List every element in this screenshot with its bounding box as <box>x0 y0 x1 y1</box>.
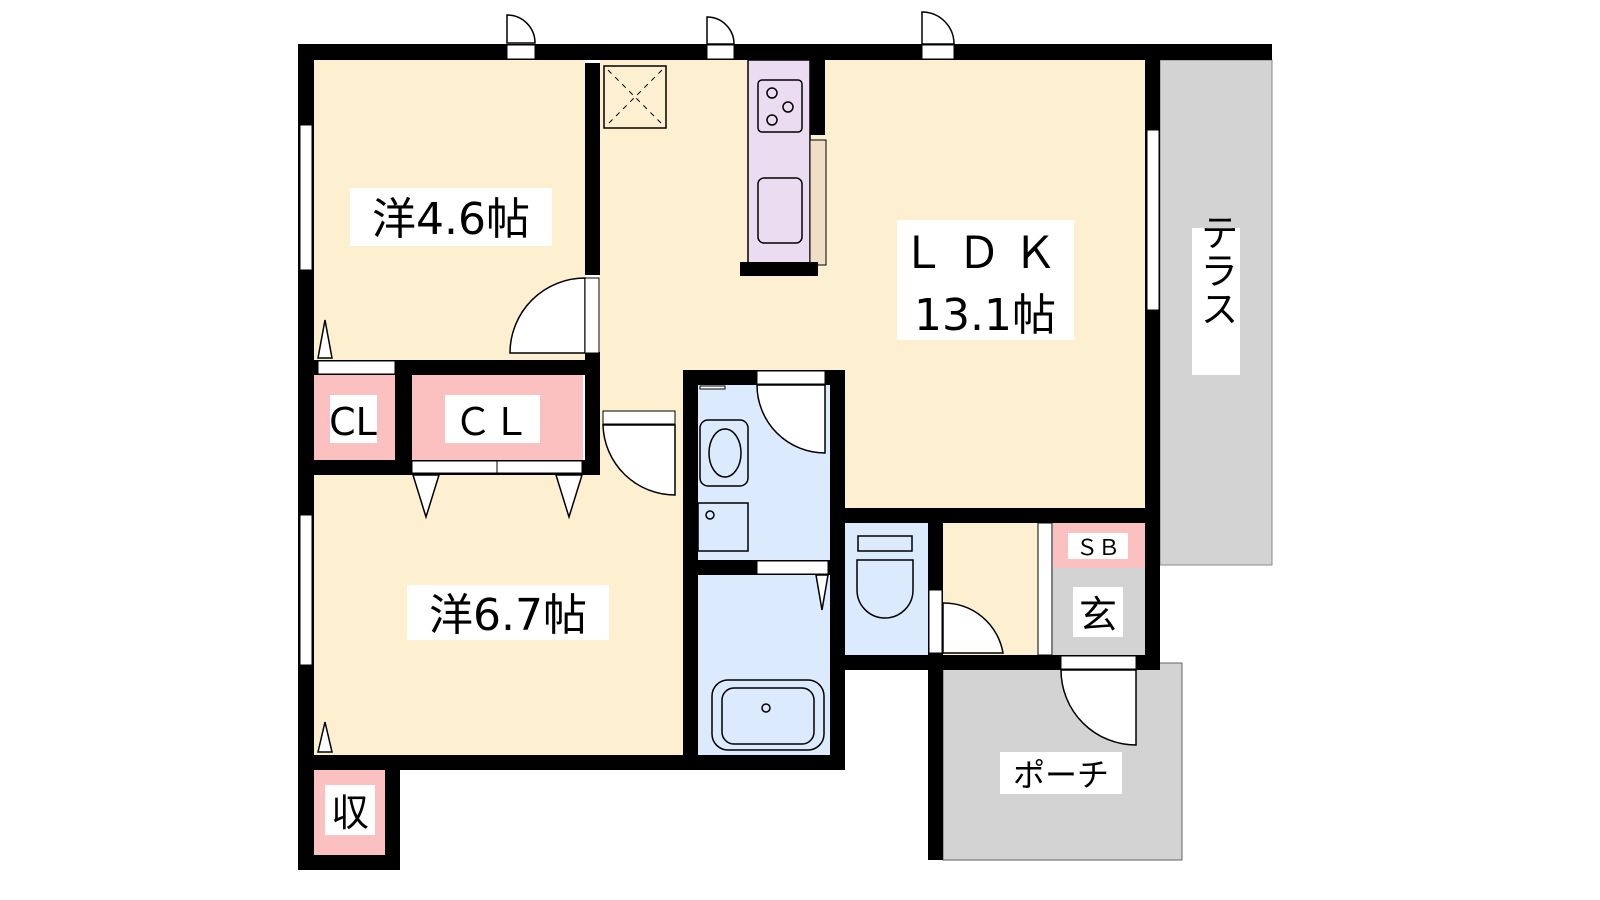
door-swing <box>942 602 1004 654</box>
label-entrance: 玄 <box>1073 587 1123 637</box>
room-label: 洋6.7帖 <box>429 590 587 641</box>
room-label: ＣＬ <box>454 400 530 444</box>
label-shoe-box: ＳＢ <box>1068 533 1128 561</box>
storage-hatch-icon <box>603 65 667 129</box>
toilet-room <box>845 523 928 655</box>
label-storage: 収 <box>325 785 375 835</box>
room-label: ポーチ <box>1013 756 1109 794</box>
window <box>299 124 313 271</box>
label-western-2: 洋6.7帖 <box>407 585 609 641</box>
label-closet-large: ＣＬ <box>445 395 540 444</box>
toilet-icon <box>856 535 914 619</box>
room-label: ＳＢ <box>1076 536 1120 561</box>
door-swing <box>509 277 586 354</box>
door-swing <box>921 11 955 45</box>
door-swing <box>706 16 735 45</box>
window <box>1146 129 1160 311</box>
bathroom <box>698 575 830 755</box>
label-western-1: 洋4.6帖 <box>350 188 552 246</box>
room-label: ＬＤＫ <box>901 228 1069 279</box>
door-swing <box>1060 669 1137 746</box>
label-closet-small: CL <box>329 395 377 444</box>
door-swing <box>506 14 536 44</box>
washbasin-icon <box>699 419 749 487</box>
stove-icon <box>757 79 803 133</box>
sink-icon <box>757 177 803 244</box>
bathtub-icon <box>711 679 825 751</box>
label-porch: ポーチ <box>1000 752 1122 794</box>
label-ldk: ＬＤＫ 13.1帖 <box>897 220 1074 341</box>
door-swing <box>756 384 826 454</box>
room-size: 13.1帖 <box>914 290 1056 341</box>
room-label: テラス <box>1194 213 1238 327</box>
room-label: 玄 <box>1079 593 1117 637</box>
door-swing <box>602 424 676 496</box>
room-label: 収 <box>331 791 369 835</box>
room-label: 洋4.6帖 <box>372 194 530 245</box>
label-terrace: テラス <box>1192 213 1240 375</box>
window <box>299 514 313 666</box>
room-label: CL <box>329 400 377 444</box>
kitchen-side-panel <box>809 139 827 266</box>
